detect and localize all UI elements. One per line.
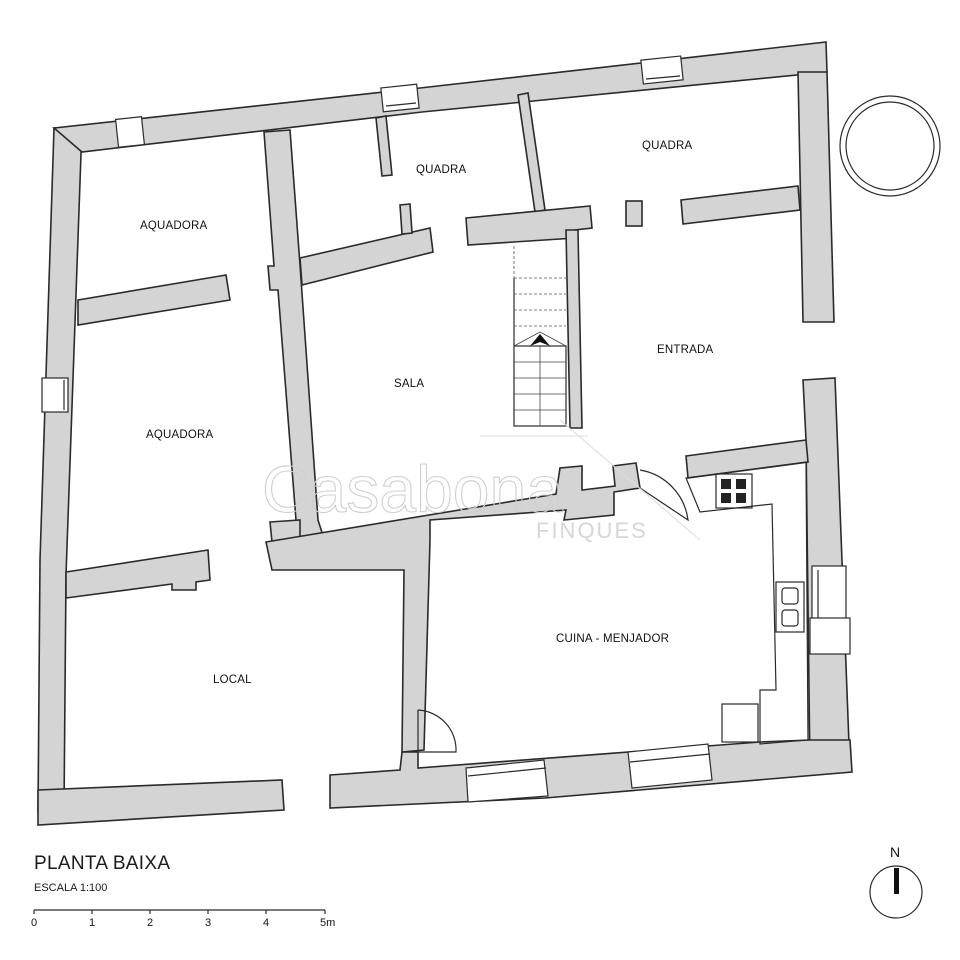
- window-north-2: [380, 83, 420, 113]
- north-label: N: [890, 844, 900, 860]
- exterior-walls: [37, 41, 853, 826]
- stove-burner: [736, 493, 746, 503]
- stove-burner: [721, 479, 731, 489]
- window-north-1: [114, 116, 146, 148]
- north-wall: [52, 41, 828, 153]
- doors: [417, 469, 689, 753]
- well: [839, 95, 941, 197]
- watermark-brand: Casabona: [262, 452, 563, 526]
- room-label-aquadora-top: AQUADORA: [140, 220, 208, 232]
- room-label-entrada: ENTRADA: [657, 344, 713, 356]
- room-label-quadra-center: QUADRA: [416, 164, 467, 176]
- room-labels: AQUADORA AQUADORA QUADRA QUADRA SALA ENT…: [140, 140, 713, 686]
- scale-tick-label: 0: [31, 917, 37, 929]
- stove-burner: [721, 493, 731, 503]
- north-arrow: N: [869, 844, 923, 919]
- north-arrow-needle: [894, 868, 899, 894]
- room-label-quadra-right: QUADRA: [642, 140, 693, 152]
- wall-stair-right: [565, 229, 583, 429]
- kitchen-fixtures: [685, 461, 809, 745]
- scale-tick-label: 3: [205, 917, 211, 929]
- window-south-2: [627, 743, 713, 789]
- door-cuina-entrada: [639, 469, 689, 522]
- wall-quadra-partition-1: [375, 115, 393, 177]
- kitchen-appliance: [721, 703, 759, 743]
- wall-quadra-entrada: [680, 185, 801, 225]
- window-east-sill-box: [809, 617, 851, 655]
- wall-entrada-cuina: [685, 439, 809, 479]
- room-label-aquadora-mid: AQUADORA: [146, 429, 214, 441]
- scale-tick-label: 1: [89, 917, 95, 929]
- room-label-cuina: CUINA - MENJADOR: [556, 633, 669, 645]
- scale-tick-label: 2: [147, 917, 153, 929]
- kitchen-counter: [685, 461, 809, 745]
- plan-title: PLANTA BAIXA: [34, 853, 171, 874]
- south-wall-right: [329, 739, 853, 809]
- window-east: [811, 565, 847, 621]
- window-south-1: [465, 759, 549, 803]
- staircase: [513, 246, 567, 427]
- watermark-sub: FINQUES: [536, 518, 648, 543]
- windows: [41, 55, 851, 803]
- pillar-quadra: [625, 200, 643, 227]
- scale-tick-label: 4: [263, 917, 269, 929]
- window-north-3: [640, 55, 684, 85]
- stove: [715, 473, 753, 509]
- window-north-3-sill: [645, 75, 681, 80]
- wall-local-divider: [65, 549, 211, 599]
- scale-label: ESCALA 1:100: [34, 882, 108, 894]
- wall-quadra-quadra: [517, 92, 546, 213]
- door-cuina-south: [417, 709, 457, 753]
- wall-sala-cuina: [265, 462, 641, 753]
- south-wall-left: [37, 779, 285, 826]
- sink: [775, 581, 805, 633]
- window-north-2-sill: [385, 102, 417, 107]
- interior-walls: [65, 92, 809, 753]
- west-wall: [37, 125, 83, 813]
- window-south-1-sill: [467, 767, 547, 777]
- stair-direction-arrow: [530, 334, 550, 346]
- scale-bar: 0 1 2 3 4 5m: [31, 909, 335, 929]
- wall-aquadora-divider: [77, 274, 231, 326]
- wall-quadra-sala: [299, 227, 434, 287]
- scale-tick-label: 5m: [320, 917, 335, 929]
- room-label-local: LOCAL: [213, 674, 252, 686]
- stove-burner: [736, 479, 746, 489]
- watermark: Casabona FINQUES: [261, 419, 701, 543]
- wall-quadra-partition-2: [399, 203, 413, 235]
- window-south-2-sill: [629, 753, 711, 763]
- east-wall-upper: [797, 71, 835, 323]
- room-label-sala: SALA: [394, 378, 424, 390]
